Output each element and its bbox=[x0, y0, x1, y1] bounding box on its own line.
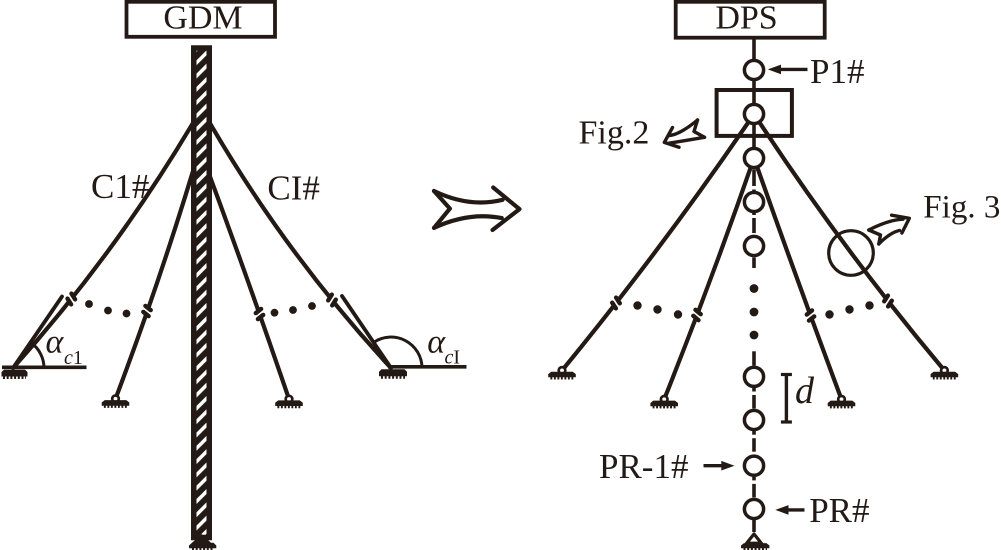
svg-text:d: d bbox=[795, 370, 815, 412]
svg-text:CI#: CI# bbox=[267, 169, 320, 208]
svg-text:cI: cI bbox=[445, 347, 461, 369]
svg-text:c1: c1 bbox=[64, 347, 83, 369]
svg-text:GDM: GDM bbox=[163, 0, 242, 37]
svg-text:DPS: DPS bbox=[715, 0, 777, 37]
svg-text:PR#: PR# bbox=[809, 491, 869, 530]
svg-text:PR-1#: PR-1# bbox=[599, 447, 688, 486]
svg-text:Fig. 3: Fig. 3 bbox=[923, 190, 1000, 226]
svg-text:C1#: C1# bbox=[91, 167, 149, 206]
svg-text:α: α bbox=[427, 324, 446, 361]
svg-text:Fig.2: Fig.2 bbox=[579, 115, 650, 152]
svg-text:α: α bbox=[46, 324, 65, 361]
svg-text:P1#: P1# bbox=[810, 52, 864, 91]
